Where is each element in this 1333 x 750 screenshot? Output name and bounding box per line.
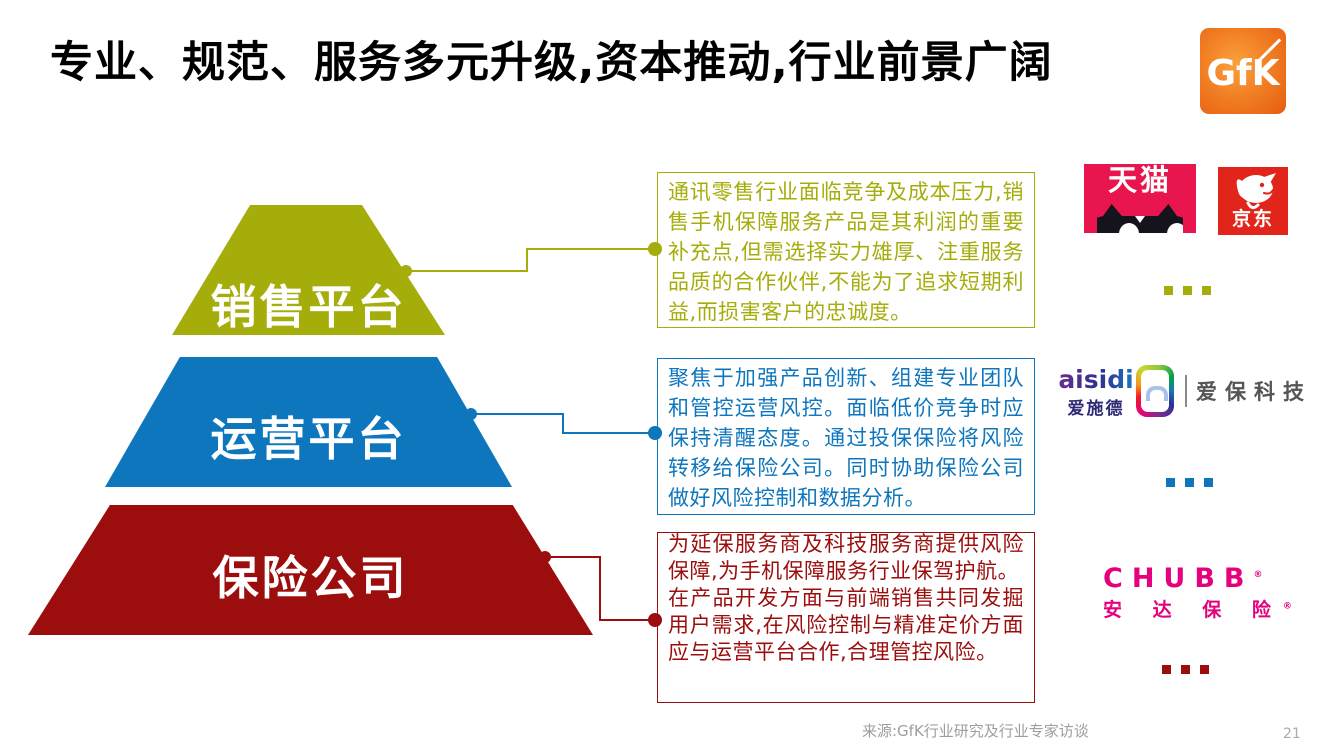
- chubb-logo-latin: CHUBB®: [1103, 565, 1292, 592]
- page-number: 21: [1283, 726, 1301, 742]
- pyramid-level-sales-label: 销售平台: [210, 280, 407, 334]
- callout-sales-text: 通讯零售行业面临竞争及成本压力,销售手机保障服务产品是其利润的重要补充点,但需选…: [668, 180, 1024, 324]
- tmall-logo: 天猫: [1084, 164, 1196, 233]
- ellipsis-dot: [1181, 665, 1190, 674]
- logo-divider: [1185, 375, 1187, 407]
- pyramid-level-sales: 销售平台: [172, 205, 445, 335]
- registered-mark: ®: [1253, 570, 1263, 580]
- connector-operations: [465, 408, 662, 440]
- source-note: 来源:GfK行业研究及行业专家访谈: [862, 722, 1089, 740]
- chubb-latin-text: CHUBB: [1103, 563, 1254, 594]
- ellipsis-dot: [1166, 478, 1175, 487]
- registered-mark: ®: [1282, 601, 1292, 612]
- callout-insurance-text-2: 在产品开发方面与前端销售共同发掘用户需求,在风险控制与精准定价方面应与运营平台合…: [668, 586, 1024, 664]
- tmall-logo-text: 天猫: [1107, 164, 1172, 197]
- aisidi-logo-latin: aisidi: [1058, 365, 1134, 394]
- tmall-cat-eye-right: [1167, 223, 1183, 233]
- ellipsis-dot: [1202, 286, 1211, 295]
- ellipsis-dot: [1162, 665, 1171, 674]
- jd-dog-icon: [1236, 173, 1276, 210]
- ellipsis-dot: [1200, 665, 1209, 674]
- gfk-logo: GfK: [1200, 28, 1286, 114]
- callout-insurance-text-1: 为延保服务商及科技服务商提供风险保障,为手机保障服务行业保驾护航。: [668, 532, 1024, 583]
- pyramid-level-operations: 运营平台: [105, 357, 512, 487]
- jd-logo: 京东: [1218, 167, 1288, 235]
- callout-operations-text: 聚焦于加强产品创新、组建专业团队和管控运营风控。面临低价竞争时应保持清醒态度。通…: [668, 366, 1024, 510]
- chubb-logo-chinese: 安 达 保 险®: [1103, 595, 1292, 622]
- ellipsis-dot: [1204, 478, 1213, 487]
- pyramid-level-operations-label: 运营平台: [210, 412, 407, 466]
- aisidi-logo-chinese: 爱施德: [1067, 399, 1125, 420]
- ellipsis-dot: [1183, 286, 1192, 295]
- more-sales-partners-ellipsis: ...: [1164, 286, 1211, 295]
- aibao-logo-text: 爱保科技: [1196, 380, 1312, 404]
- more-insurance-partners-ellipsis: ...: [1162, 665, 1209, 674]
- ellipsis-dot: [1185, 478, 1194, 487]
- chubb-chinese-text: 安 达 保 险: [1103, 599, 1283, 621]
- callout-insurance: 为延保服务商及科技服务商提供风险保障,为手机保障服务行业保驾护航。 在产品开发方…: [657, 532, 1035, 703]
- jd-logo-text: 京东: [1231, 208, 1274, 230]
- tmall-cat-nose: [1135, 216, 1145, 223]
- chubb-logo: CHUBB® 安 达 保 险®: [1103, 565, 1292, 622]
- connector-sales: [400, 242, 662, 277]
- more-operations-partners-ellipsis: ...: [1166, 478, 1213, 487]
- aisidi-logo: aisidi 爱施德: [1058, 365, 1134, 420]
- pyramid-level-insurance-label: 保险公司: [212, 551, 409, 605]
- aibao-rainbow-icon: [1136, 365, 1174, 417]
- ellipsis-dot: [1164, 286, 1173, 295]
- pyramid-level-insurance: 保险公司: [28, 505, 593, 635]
- aibao-tech-logo: 爱保科技: [1136, 365, 1312, 417]
- aibao-icon-arch: [1146, 386, 1168, 401]
- tmall-cat-eye-left: [1119, 223, 1139, 233]
- gfk-logo-text: GfK: [1206, 52, 1280, 94]
- callout-operations: 聚焦于加强产品创新、组建专业团队和管控运营风控。面临低价竞争时应保持清醒态度。通…: [657, 358, 1035, 515]
- slide-title: 专业、规范、服务多元升级,资本推动,行业前景广阔: [50, 38, 1053, 88]
- callout-sales: 通讯零售行业面临竞争及成本压力,销售手机保障服务产品是其利润的重要补充点,但需选…: [657, 172, 1035, 328]
